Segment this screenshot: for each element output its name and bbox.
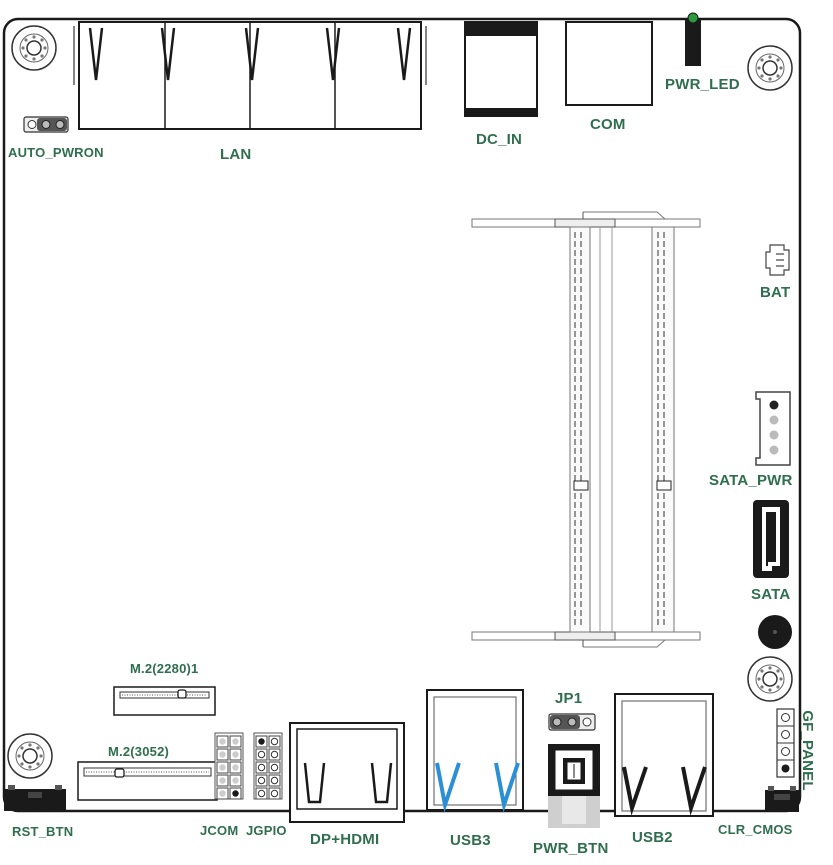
jcom-header	[214, 732, 244, 800]
label-lan: LAN	[220, 146, 252, 163]
label-dc-in: DC_IN	[476, 131, 523, 148]
label-rst-btn: RST_BTN	[12, 824, 74, 839]
sodimm-slots	[471, 211, 701, 648]
pwr-led	[685, 12, 701, 66]
label-m2-2280: M.2(2280)1	[130, 661, 199, 676]
m2-3052-slot	[77, 761, 218, 801]
battery-connector	[765, 244, 790, 276]
label-gf-panel: GF_PANEL	[798, 710, 816, 791]
usb2-ports	[614, 693, 714, 817]
m2-2280-slot	[113, 686, 216, 716]
mounting-hole-bottom-left	[7, 733, 53, 779]
label-pwr-btn: PWR_BTN	[533, 840, 609, 857]
com-port	[565, 21, 653, 106]
sata-power-connector	[755, 391, 791, 466]
label-usb2: USB2	[632, 829, 673, 846]
lan-connector-block	[73, 21, 427, 130]
dp-hdmi-ports	[289, 722, 405, 823]
pwr-button	[548, 744, 600, 828]
label-jcom: JCOM	[200, 823, 239, 838]
dc-in-jack	[464, 21, 538, 117]
jp1-jumper	[548, 713, 596, 731]
mounting-hole-top-left	[11, 25, 57, 71]
label-sata-pwr: SATA_PWR	[709, 472, 793, 489]
label-clr-cmos: CLR_CMOS	[718, 822, 793, 837]
label-jp1: JP1	[555, 690, 583, 707]
clr-cmos-button	[765, 786, 799, 812]
label-jgpio: JGPIO	[246, 823, 287, 838]
mounting-hole-top-right	[747, 45, 793, 91]
label-pwr-led: PWR_LED	[665, 76, 740, 93]
auto-pwron-jumper	[23, 116, 69, 133]
label-usb3: USB3	[450, 832, 491, 849]
jgpio-header	[253, 732, 283, 800]
usb3-ports	[426, 689, 524, 813]
label-auto-pwron: AUTO_PWRON	[8, 145, 104, 160]
label-dp-hdmi: DP+HDMI	[310, 831, 380, 848]
label-com: COM	[590, 116, 626, 133]
gf-panel-header	[776, 708, 795, 778]
mounting-hole-bottom-right	[747, 656, 793, 702]
rst-button	[4, 785, 66, 811]
label-bat: BAT	[760, 284, 791, 301]
sata-connector	[753, 500, 789, 578]
buzzer	[758, 615, 792, 649]
label-sata: SATA	[751, 586, 791, 603]
label-m2-3052: M.2(3052)	[108, 744, 170, 759]
